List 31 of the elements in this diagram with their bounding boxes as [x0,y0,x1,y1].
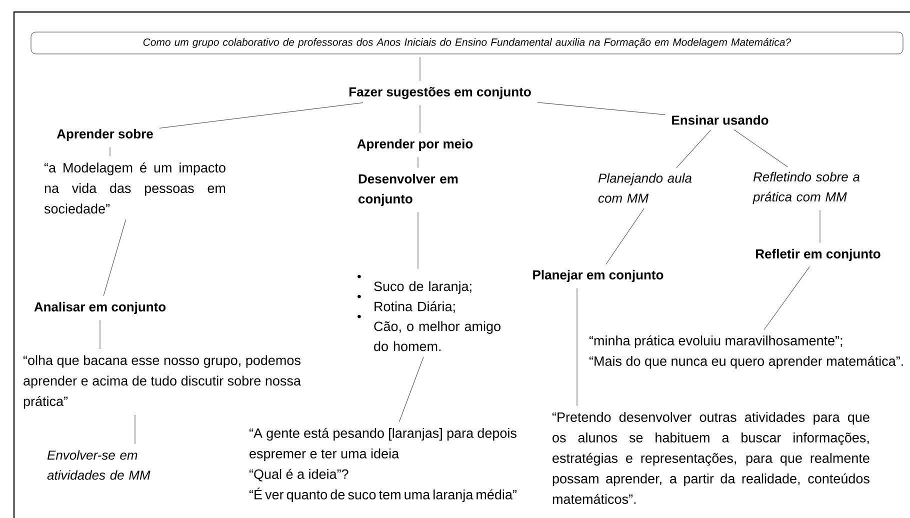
bullet-list: Suco de laranja; Rotina Diária; Cão, o melhor amigo do homem. [358,274,500,352]
italic-text: Refletindo sobre a prática com MM [752,172,860,204]
italic-text: Planejando aula com MM [598,173,692,203]
connector-line [398,356,424,422]
quote-text: “minha prática evoluiu maravilhosamente”; “Mais do que nunca eu quero aprender matemática”. [590,335,903,369]
heading-text: Ensinar usando [672,115,768,125]
quote-text: “a Modelagem é um impacto na vida das pessoas em sociedade” [44,162,226,214]
connector-line [764,266,810,330]
heading-text: Fazer sugestões em conjunto [350,86,531,100]
connector-line [159,102,364,128]
node-label: Suco de laranja; [374,281,472,294]
heading-text: Aprender por meio [357,138,473,152]
heading-text: Analisar em conjunto [34,302,166,314]
quote-text: “Pretendo desenvolver outras atividades para que os alunos se habituem a buscar informações, estratégias e representações, para que realmente possam aprender, a partir da realidade, conteúdos matemáticos”. [552,412,870,504]
heading-text: Refletir em conjunto [756,248,880,262]
quote-text: “olha que bacana esse nosso grupo, podemos aprender e acima de tudo discutir sobre nossa prática” [24,355,301,409]
connector-line [134,414,136,444]
heading-text: Planejar em conjunto [533,270,664,282]
question-box: Como um grupo colaborativo de professoras dos Anos Iniciais do Ensino Fundamental auxilia na Formação em Modelagem Matemática? [30,32,904,54]
heading-text: Desenvolver em conjunto [358,174,458,206]
node-label: Cão, o melhor amigo do homem. [374,321,500,352]
connector-line [676,130,712,168]
italic-text: Envolver-se em atividades de MM [47,450,150,480]
quote-text: “A gente está pesando [laranjas] para depois espremer e ter uma ideia “Qual é a ideia”? “É ver quanto de suco tem uma laranja média” [250,428,516,502]
connector-line [103,219,126,296]
connector-line [576,288,578,406]
connector-line [734,129,788,168]
node-label: Rotina Diária; [374,301,455,313]
connector-line [606,208,644,265]
connector-line [537,102,666,115]
heading-text: Aprender sobre [56,128,153,142]
